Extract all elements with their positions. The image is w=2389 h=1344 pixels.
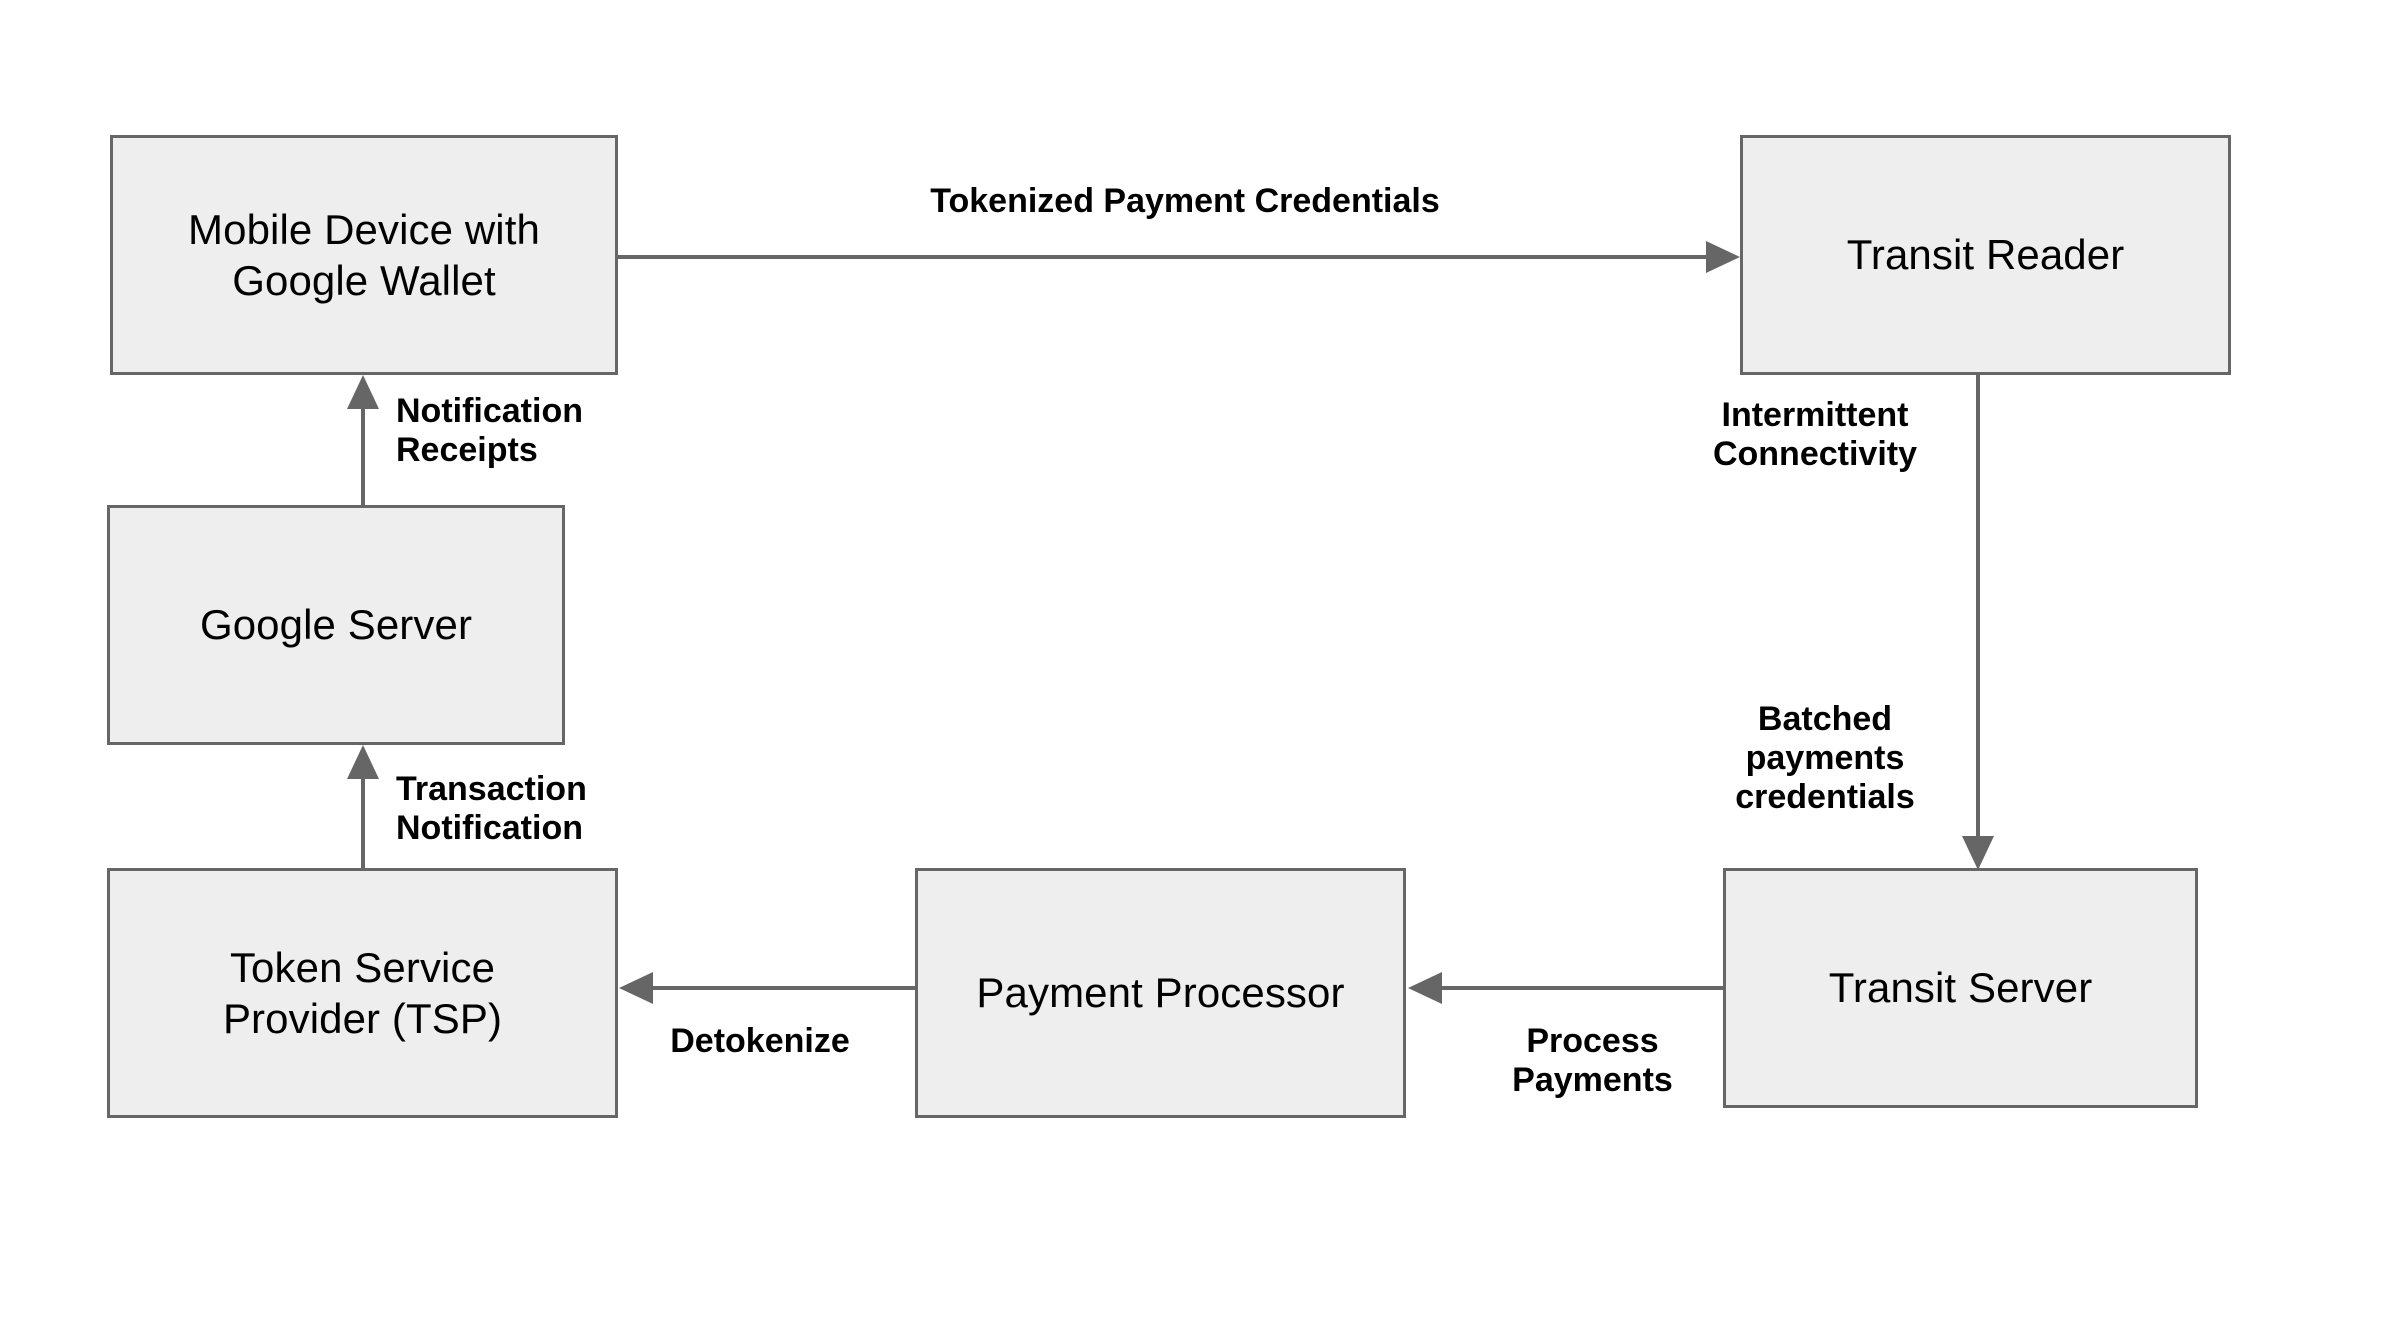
edge-label-tokenized-payment-credentials: Tokenized Payment Credentials bbox=[930, 182, 1440, 220]
edge-label-transaction-notification: Transaction Notification bbox=[396, 770, 587, 847]
node-mobile-device[interactable]: Mobile Device with Google Wallet bbox=[110, 135, 618, 375]
node-payment-processor[interactable]: Payment Processor bbox=[915, 868, 1406, 1118]
edge-transaction-notification bbox=[347, 745, 379, 868]
edge-detokenize bbox=[619, 972, 915, 1004]
edge-notification-receipts bbox=[347, 375, 379, 505]
edge-process-payments bbox=[1408, 972, 1723, 1004]
node-transit-server[interactable]: Transit Server bbox=[1723, 868, 2198, 1108]
edge-tokenized-payment-credentials bbox=[618, 241, 1740, 273]
edge-label-batched-payments-credentials: Batched payments credentials bbox=[1735, 700, 1915, 816]
node-token-service-provider[interactable]: Token Service Provider (TSP) bbox=[107, 868, 618, 1118]
node-transit-reader[interactable]: Transit Reader bbox=[1740, 135, 2231, 375]
edge-label-detokenize: Detokenize bbox=[670, 1022, 850, 1060]
edge-label-notification-receipts: Notification Receipts bbox=[396, 392, 583, 469]
edge-transit-reader-to-transit-server bbox=[1962, 374, 1994, 870]
node-google-server[interactable]: Google Server bbox=[107, 505, 565, 745]
edge-label-intermittent-connectivity: Intermittent Connectivity bbox=[1712, 396, 1918, 473]
edge-label-process-payments: Process Payments bbox=[1512, 1022, 1673, 1099]
